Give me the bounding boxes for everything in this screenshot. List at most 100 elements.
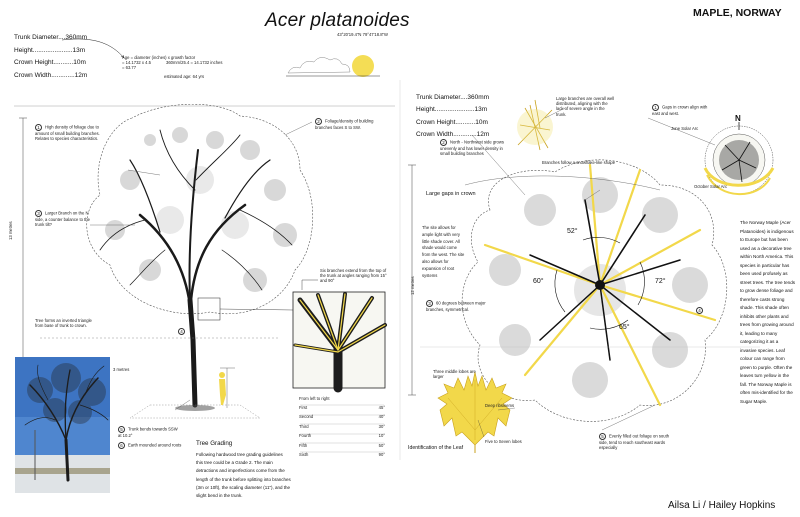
tree-photo bbox=[15, 357, 110, 493]
angle-row-label: Fifth bbox=[299, 442, 308, 448]
spec-trunk: Trunk Diameter....360mm bbox=[416, 94, 490, 101]
compass-diagram bbox=[703, 122, 775, 196]
age-estimate: estimated age: 64 yrs bbox=[164, 74, 205, 79]
species-description: The Norway Maple (Acer Platanoides) is i… bbox=[740, 220, 796, 404]
maple-leaf-icon bbox=[437, 371, 516, 453]
age-conversion: 360mm/25.4 = 14.1732 inches bbox=[166, 60, 223, 65]
spec-crown-width: Crown Width.............12m bbox=[14, 71, 88, 79]
angle-row: Fifth 50° bbox=[299, 443, 385, 452]
spec-height: Height......................13m bbox=[14, 46, 86, 54]
annotation-number: 1 bbox=[35, 124, 42, 131]
coordinates: 43°20'19.4"N 79°47'18.8"W bbox=[337, 32, 388, 37]
angle-bottom: 65° bbox=[619, 324, 630, 331]
branches-follow-note: Branches follow a snowflake-like shape bbox=[542, 160, 616, 165]
annotation-number: 2 bbox=[440, 139, 447, 146]
age-formula: Age = diameter (inches) x growth factor … bbox=[122, 55, 196, 71]
angle-left: 60° bbox=[533, 278, 544, 285]
annotation-text: Larger Branch on the N side, a counter b… bbox=[35, 210, 90, 228]
annotation-4: Tree forms an inverted triangle from bas… bbox=[35, 318, 97, 328]
annotation-number: 3 bbox=[35, 210, 42, 217]
leaf-lobes-count: Five to Seven lobes bbox=[485, 439, 522, 444]
angle-right: 72° bbox=[655, 278, 666, 285]
annotation-number: 1 bbox=[652, 104, 659, 111]
plan-annotation-4: 4 bbox=[696, 307, 703, 314]
angle-row-value: 10° bbox=[378, 433, 385, 439]
annotation-text: 60 degrees between major branches, symme… bbox=[426, 300, 486, 312]
angle-row-label: Sixth bbox=[299, 451, 309, 457]
branches-note: Large branches are overall well distribu… bbox=[556, 96, 615, 117]
angle-table-rules bbox=[300, 404, 384, 453]
annotation-text: North - Northwest side grows unevenly an… bbox=[440, 139, 504, 157]
person-scale-label: 3 metres bbox=[113, 367, 130, 372]
angles-table: First 45° Second 40° Third 30° Fourth 10° Fi… bbox=[299, 405, 385, 461]
angle-top: 52° bbox=[567, 228, 578, 235]
annotation-text: Trunk bends towards SSW at 10.2° bbox=[118, 426, 178, 438]
angle-row-label: First bbox=[299, 405, 308, 410]
compass-north: N bbox=[735, 114, 741, 123]
annotation-number: 5 bbox=[118, 426, 125, 433]
annotation-text: Tree forms an inverted triangle from bas… bbox=[35, 318, 92, 329]
annotation-text: High density of foliage due to amount of… bbox=[35, 124, 100, 142]
leaf-sinus-note: Deep ribsinems bbox=[485, 403, 515, 408]
annotation-text: Evenly filled out foliage on south side,… bbox=[599, 433, 670, 451]
sun-cloud-icon bbox=[286, 55, 380, 77]
annotation-number: 3 bbox=[426, 300, 433, 307]
angles-heading: From left to right bbox=[299, 396, 330, 401]
angle-row-value: 45° bbox=[378, 405, 385, 410]
angle-row-label: Second bbox=[299, 414, 314, 420]
gaps-label: Large gaps in crown bbox=[426, 191, 476, 197]
angle-row-label: Third bbox=[299, 423, 309, 429]
angle-row-value: 40° bbox=[378, 414, 385, 420]
grading-text: Following hardwood tree grading guidelin… bbox=[196, 452, 291, 499]
annotation-number: 6 bbox=[118, 442, 125, 449]
detail-note: Six branches extend from the top of the … bbox=[320, 268, 387, 284]
tree-elevation bbox=[19, 103, 314, 419]
angle-row: Fourth 10° bbox=[299, 433, 385, 442]
angle-row: Second 40° bbox=[299, 414, 385, 423]
page-title: Acer platanoides bbox=[265, 10, 410, 31]
spec-trunk: Trunk Diameter....360mm bbox=[14, 34, 88, 41]
angle-row: First 45° bbox=[299, 405, 385, 414]
right-specs: Trunk Diameter....360mm Height..........… bbox=[416, 92, 526, 141]
plan-scale-label: 12 metres bbox=[410, 276, 415, 295]
angle-row-label: Fourth bbox=[299, 433, 312, 439]
leaf-lobes-note: Three middle lobes are larger bbox=[433, 369, 476, 380]
spec-crown-height: Crown Height...........10m bbox=[416, 118, 488, 126]
annotation-number-4: 4 bbox=[178, 328, 185, 335]
angle-row-value: 50° bbox=[378, 442, 385, 448]
left-specs: Trunk Diameter....360mm Height..........… bbox=[14, 32, 124, 82]
branch-detail-inset bbox=[292, 279, 387, 393]
angle-row: Sixth 90° bbox=[299, 452, 385, 461]
annotation-number: 5 bbox=[599, 433, 606, 440]
authors: Ailsa Li / Hailey Hopkins bbox=[668, 500, 776, 511]
annotation-text: Earth mounded around roots bbox=[128, 442, 182, 448]
june-solar-label: June Solar Arc bbox=[671, 126, 699, 131]
spec-crown-width: Crown Width.............12m bbox=[416, 130, 490, 138]
spec-height: Height......................13m bbox=[416, 106, 488, 114]
annotation-text: Foliage/density of building branches fac… bbox=[315, 118, 374, 130]
october-solar-label: October Solar Arc bbox=[694, 184, 728, 189]
annotation-number: 2 bbox=[315, 118, 322, 125]
angle-row-value: 90° bbox=[378, 451, 385, 457]
branch-sketch bbox=[517, 99, 553, 151]
spec-crown-height: Crown Height...........10m bbox=[14, 59, 86, 66]
grading-title: Tree Grading bbox=[196, 440, 233, 447]
site-note: The site allows for ample light with ver… bbox=[422, 225, 465, 278]
tree-plan bbox=[408, 159, 760, 422]
angle-row: Third 30° bbox=[299, 424, 385, 433]
annotation-text: Gaps in crown align with east and west. bbox=[652, 104, 708, 116]
species-heading: MAPLE, NORWAY bbox=[693, 7, 782, 19]
angle-row-value: 30° bbox=[378, 423, 385, 429]
height-scale-label: 13 metres bbox=[8, 221, 13, 240]
leaf-identification: Identification of the Leaf bbox=[408, 445, 464, 451]
